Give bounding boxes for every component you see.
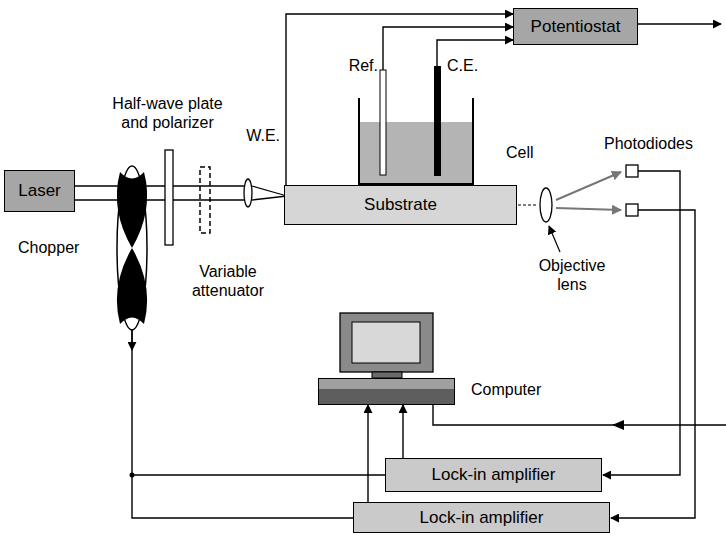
node-text: Lock-in amplifier (420, 508, 544, 528)
laser-box: Laser (4, 170, 75, 212)
junction-dot (130, 473, 135, 478)
laser-beam (75, 186, 287, 200)
beam-to-photodiode (556, 172, 621, 200)
signal-wire (286, 14, 513, 185)
node-text: Lock-in amplifier (432, 465, 556, 485)
node-text: Cell (506, 144, 534, 162)
substrate-box: Substrate (284, 185, 517, 225)
reference-electrode (380, 70, 386, 175)
chopper-wheel (117, 166, 147, 330)
component-label: Variable attenuator (182, 262, 274, 300)
electrolyte (360, 122, 472, 184)
computer-monitor (340, 313, 433, 378)
component-label: Photodiodes (604, 134, 714, 153)
leader-line (549, 226, 560, 252)
output-beam (518, 204, 538, 205)
component-label: Chopper (18, 238, 108, 257)
node-text: Substrate (364, 195, 437, 215)
lock-in-box: Lock-in amplifier (353, 502, 610, 533)
signal-wire (402, 405, 403, 458)
node-text: Laser (18, 181, 61, 201)
electrode-label: Ref. (338, 56, 378, 75)
variable-attenuator (200, 167, 210, 233)
lock-in-box: Lock-in amplifier (385, 458, 602, 492)
photodiode (626, 204, 638, 216)
component-label: Objective lens (530, 256, 614, 294)
focusing-lens (244, 179, 252, 207)
beam-to-photodiode (556, 208, 621, 210)
counter-electrode (434, 66, 441, 176)
component-label: Half-wave plate and polarizer (105, 94, 230, 132)
objective-lens (540, 188, 552, 222)
arrow-head (612, 420, 624, 430)
half-wave-plate (165, 150, 173, 245)
node-text: Computer (471, 381, 541, 399)
electrode-label: C.E. (447, 56, 487, 75)
computer-base: Computer (318, 378, 455, 405)
photodiode (626, 165, 638, 177)
signal-wire (367, 405, 368, 502)
electrode-label: W.E. (238, 126, 280, 145)
node-text: Potentiostat (531, 17, 621, 37)
electrochemical-cell: Cell (358, 98, 474, 185)
process-box: Potentiostat (513, 8, 638, 45)
